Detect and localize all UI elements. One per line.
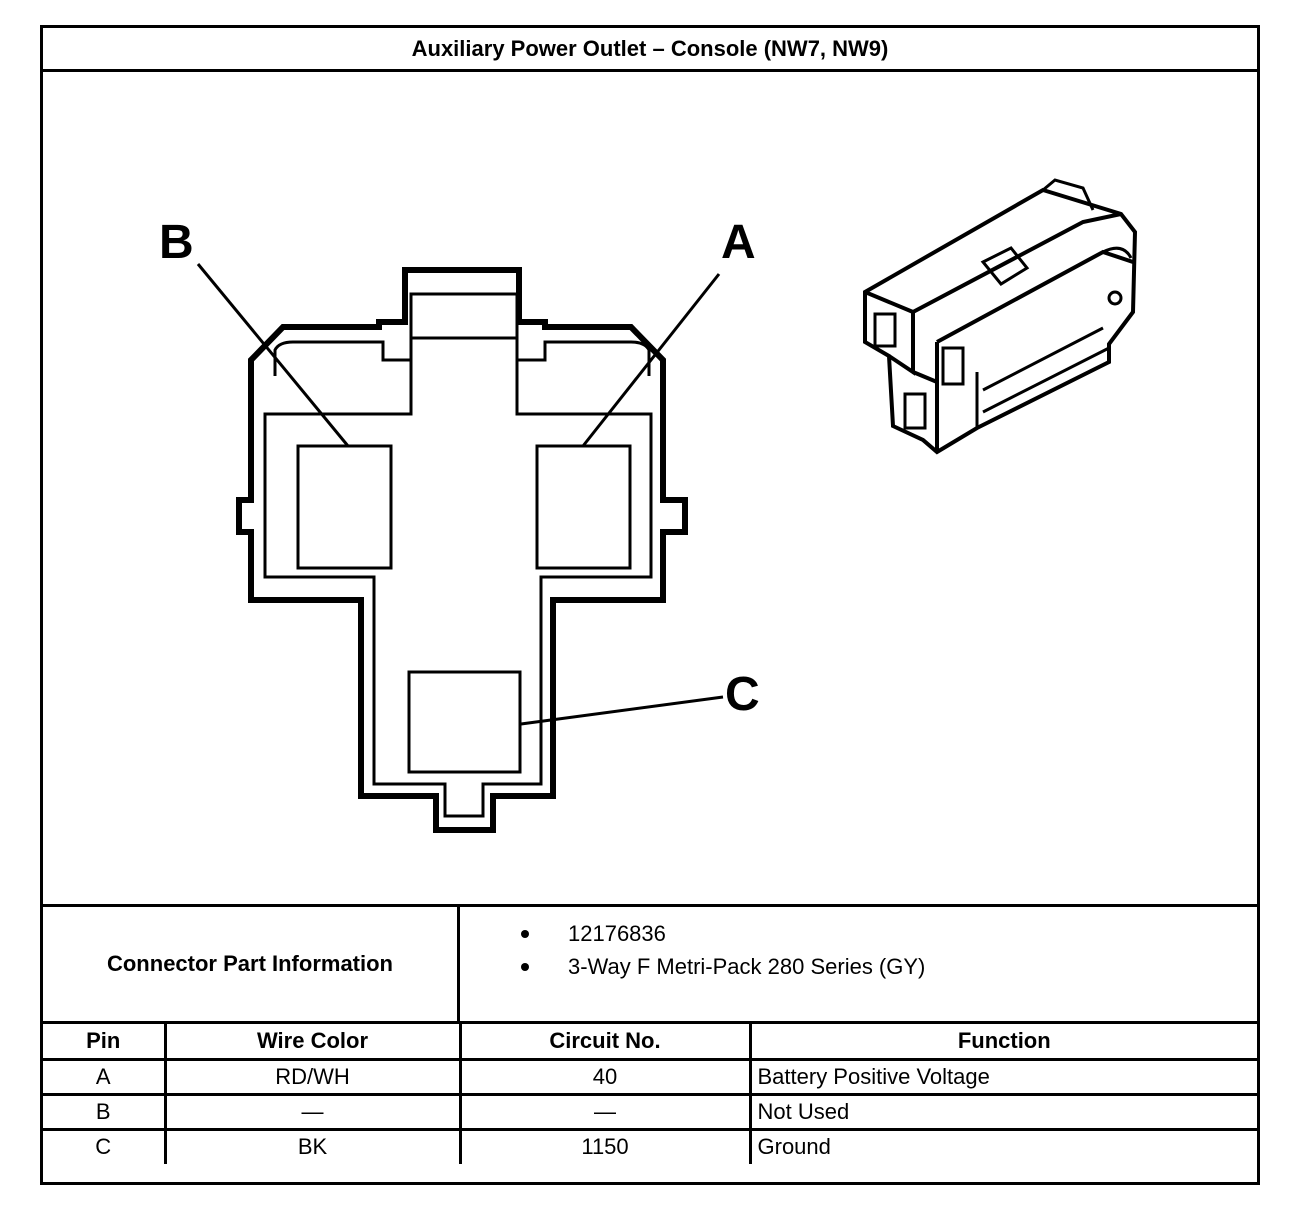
connector-key-detail [409, 292, 519, 340]
bullet-icon [521, 930, 529, 938]
pin-label-b: B [159, 216, 194, 269]
table-row: A RD/WH 40 Battery Positive Voltage [43, 1057, 1257, 1096]
table-row: B — — Not Used [43, 1092, 1257, 1131]
function-cell: Ground [748, 1127, 1257, 1164]
circuit-cell: 40 [458, 1057, 752, 1096]
pin-cell: B [43, 1092, 167, 1131]
function-cell: Battery Positive Voltage [748, 1057, 1257, 1096]
connector-inner-outline [263, 292, 653, 818]
terminal-cavity-a [535, 444, 632, 570]
terminal-cavity-b [296, 444, 393, 570]
part-info-item: 12176836 [463, 917, 925, 950]
bullet-icon [521, 963, 529, 971]
function-cell: Not Used [748, 1092, 1257, 1131]
table-row: C BK 1150 Ground [43, 1127, 1257, 1164]
header-wire-color: Wire Color [163, 1024, 462, 1061]
pin-label-a: A [721, 216, 756, 269]
leader-line-b [196, 263, 350, 447]
pin-label-c: C [725, 668, 760, 721]
part-info-item: 3-Way F Metri-Pack 280 Series (GY) [463, 950, 925, 983]
connector-housing-outline [236, 267, 688, 833]
pin-cell: A [43, 1057, 167, 1096]
page-title: Auxiliary Power Outlet – Console (NW7, N… [43, 28, 1257, 72]
part-info-list: 12176836 3-Way F Metri-Pack 280 Series (… [463, 917, 925, 983]
header-pin: Pin [43, 1024, 167, 1061]
connector-type: 3-Way F Metri-Pack 280 Series (GY) [568, 954, 926, 979]
circuit-cell: 1150 [458, 1127, 752, 1164]
connector-sheet: Auxiliary Power Outlet – Console (NW7, N… [40, 25, 1260, 1185]
header-function: Function [748, 1024, 1257, 1061]
leader-line-c [520, 695, 724, 726]
connector-part-information: Connector Part Information 12176836 3-Wa… [43, 904, 1257, 1024]
connector-3d-illustration [863, 178, 1138, 455]
part-number: 12176836 [568, 921, 666, 946]
terminal-cavity-c [407, 670, 522, 774]
leader-line-a [581, 273, 721, 447]
circuit-cell: — [458, 1092, 752, 1131]
wire-color-cell: — [163, 1092, 462, 1131]
pin-table: Pin Wire Color Circuit No. Function A RD… [43, 1024, 1257, 1164]
wire-color-cell: RD/WH [163, 1057, 462, 1096]
pin-table-header-row: Pin Wire Color Circuit No. Function [43, 1024, 1257, 1061]
connector-figure: B A C [43, 72, 1257, 904]
pin-cell: C [43, 1127, 167, 1164]
connector-face-diagram: B A C [159, 178, 1138, 833]
wire-color-cell: BK [163, 1127, 462, 1164]
header-circuit-no: Circuit No. [458, 1024, 752, 1061]
part-info-label: Connector Part Information [43, 907, 460, 1021]
